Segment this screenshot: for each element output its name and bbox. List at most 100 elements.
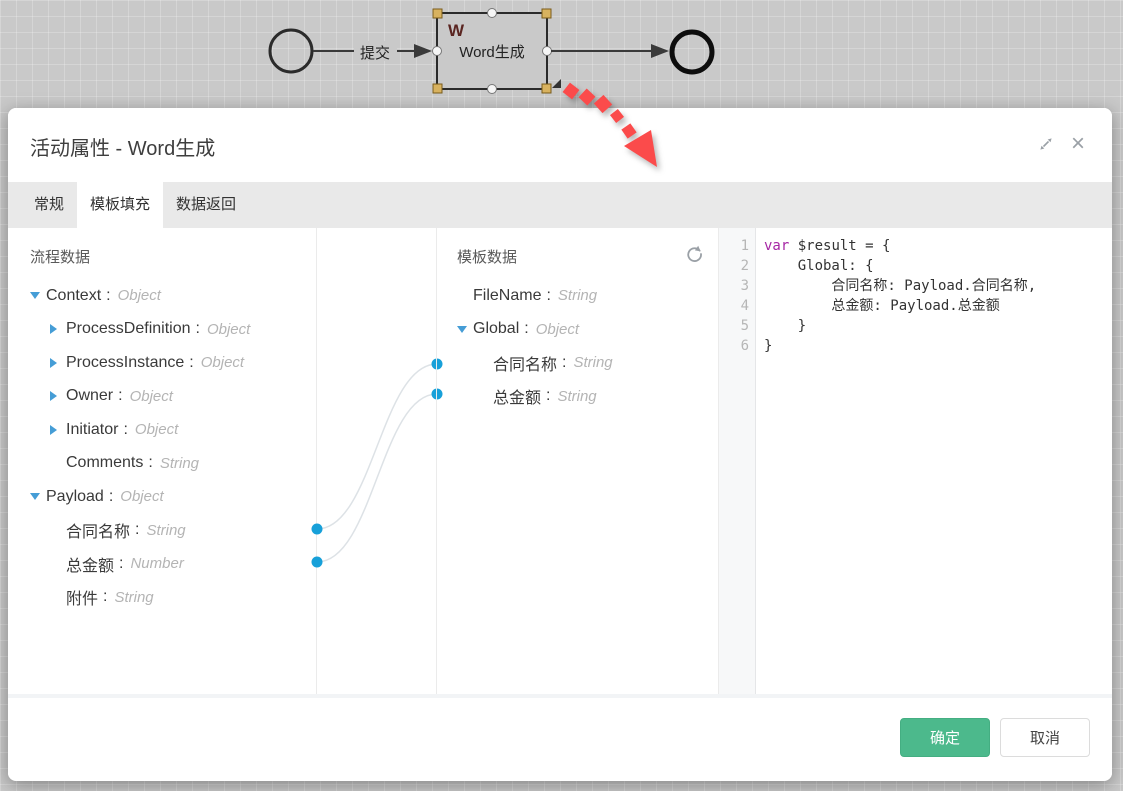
node-name: ProcessDefinition bbox=[66, 320, 191, 338]
tree-item-owner[interactable]: Owner : Object bbox=[30, 380, 316, 414]
tree-item-global-contract-name[interactable]: 合同名称 : String bbox=[457, 346, 718, 380]
tree-item-context[interactable]: Context : Object bbox=[30, 279, 316, 313]
node-type: String bbox=[557, 387, 597, 405]
mapping-link-contract-name[interactable] bbox=[316, 363, 438, 530]
node-type: String bbox=[146, 521, 186, 539]
node-type: Object bbox=[117, 287, 161, 305]
node-name: Context bbox=[46, 286, 102, 304]
tree-item-global-total-amount[interactable]: 总金额 : String bbox=[457, 380, 718, 414]
editor-gutter: 1 2 3 4 5 6 bbox=[719, 228, 756, 694]
tab-data-return[interactable]: 数据返回 bbox=[176, 196, 237, 213]
script-editor[interactable]: 1 2 3 4 5 6 var $result = { Global: { 合同… bbox=[719, 228, 1112, 694]
expander-down-icon[interactable] bbox=[30, 493, 46, 501]
expander-right-icon[interactable] bbox=[50, 424, 66, 435]
sequence-flow-1-arrowhead bbox=[414, 44, 432, 58]
flow-label-background bbox=[354, 41, 397, 61]
refresh-icon[interactable] bbox=[684, 244, 704, 264]
connect-handle-bottom[interactable] bbox=[487, 84, 497, 94]
dialog-footer: 确定 取消 bbox=[8, 698, 1112, 777]
editor-code-area[interactable]: var $result = { Global: { 合同名称: Payload.… bbox=[756, 228, 1036, 694]
activity-properties-dialog: 活动属性 - Word生成 × 常规 模板填充 数据返回 流程数据 Contex… bbox=[8, 108, 1112, 781]
node-name: Comments bbox=[66, 454, 144, 472]
expander-down-icon[interactable] bbox=[457, 325, 473, 333]
mapping-link-total-amount[interactable] bbox=[316, 393, 438, 563]
process-data-header: 流程数据 bbox=[30, 249, 91, 266]
line-number: 6 bbox=[740, 338, 749, 354]
node-name: ProcessInstance bbox=[66, 353, 185, 371]
template-data-panel: 模板数据 FileName : String Global : Object bbox=[436, 228, 719, 694]
tree-item-processinstance[interactable]: ProcessInstance : Object bbox=[30, 346, 316, 380]
tree-item-comments[interactable]: Comments : String bbox=[66, 454, 199, 472]
connect-handle-top[interactable] bbox=[487, 8, 497, 18]
node-type: Object bbox=[134, 421, 179, 439]
task-label: Word生成 bbox=[459, 44, 525, 61]
tab-content: 流程数据 Context : Object ProcessDefinition … bbox=[8, 228, 1112, 698]
end-event-circle[interactable] bbox=[669, 29, 715, 75]
node-name: Global bbox=[473, 320, 520, 338]
line-number: 4 bbox=[740, 298, 749, 314]
source-port-contract-name[interactable] bbox=[311, 523, 323, 535]
code-line: } bbox=[764, 338, 773, 354]
target-port-total-amount[interactable] bbox=[431, 388, 443, 400]
node-name: 附件 bbox=[66, 591, 99, 609]
connect-handle-right[interactable] bbox=[542, 46, 552, 56]
line-number: 3 bbox=[740, 278, 749, 294]
template-data-header: 模板数据 bbox=[457, 249, 518, 266]
expander-right-icon[interactable] bbox=[50, 357, 66, 368]
resize-grip-icon[interactable] bbox=[552, 79, 561, 88]
node-type: String bbox=[159, 454, 199, 472]
tree-item-processdefinition[interactable]: ProcessDefinition : Object bbox=[30, 313, 316, 347]
node-name: Payload bbox=[46, 487, 104, 505]
process-data-panel: 流程数据 Context : Object ProcessDefinition … bbox=[8, 228, 317, 694]
dialog-header: 活动属性 - Word生成 × bbox=[8, 108, 1112, 182]
target-port-contract-name[interactable] bbox=[431, 358, 443, 370]
dialog-title: 活动属性 - Word生成 bbox=[30, 138, 216, 160]
node-type: Object bbox=[206, 320, 251, 338]
node-name: Initiator bbox=[66, 420, 119, 438]
resize-handle-ne[interactable] bbox=[541, 8, 552, 19]
node-name: 总金额 bbox=[493, 390, 542, 408]
connect-handle-left[interactable] bbox=[432, 46, 442, 56]
mapping-canvas bbox=[311, 358, 443, 568]
maximize-icon[interactable] bbox=[1036, 134, 1056, 154]
line-number: 2 bbox=[740, 258, 749, 274]
start-event-circle[interactable] bbox=[268, 28, 314, 74]
ok-button[interactable]: 确定 bbox=[900, 718, 990, 757]
line-number: 1 bbox=[740, 238, 749, 254]
node-name: Owner bbox=[66, 387, 114, 405]
resize-handle-se[interactable] bbox=[541, 83, 552, 94]
tree-item-attachment[interactable]: 附件 : String bbox=[30, 581, 316, 615]
flow-label: 提交 bbox=[360, 44, 390, 62]
sequence-flow-2-arrowhead bbox=[651, 44, 669, 58]
tab-bar: 常规 模板填充 数据返回 bbox=[8, 182, 1112, 228]
task-type-badge: W bbox=[448, 21, 465, 40]
expander-right-icon[interactable] bbox=[50, 324, 66, 335]
node-name: 总金额 bbox=[66, 557, 115, 575]
node-type: String bbox=[557, 287, 598, 305]
tree-item-payload[interactable]: Payload : Object bbox=[30, 480, 316, 514]
code-line: 合同名称: Payload.合同名称, bbox=[764, 278, 1037, 294]
node-type: String bbox=[573, 354, 613, 372]
resize-handle-nw[interactable] bbox=[432, 8, 443, 19]
tab-general[interactable]: 常规 bbox=[34, 196, 65, 213]
close-icon[interactable]: × bbox=[1070, 130, 1085, 157]
tree-item-contract-name[interactable]: 合同名称 : String bbox=[30, 514, 316, 548]
node-type: Number bbox=[130, 555, 184, 573]
tab-template-fill[interactable]: 模板填充 bbox=[77, 182, 164, 228]
expander-right-icon[interactable] bbox=[50, 391, 66, 402]
source-port-total-amount[interactable] bbox=[311, 556, 323, 568]
node-type: Object bbox=[129, 387, 173, 405]
bpmn-canvas: 提交 W Word生成 bbox=[268, 8, 715, 94]
node-type: Object bbox=[120, 488, 164, 506]
node-name: 合同名称 bbox=[493, 356, 558, 374]
resize-handle-sw[interactable] bbox=[432, 83, 443, 94]
line-number: 5 bbox=[740, 318, 749, 334]
expander-down-icon[interactable] bbox=[30, 292, 46, 300]
tree-item-filename[interactable]: FileName : String bbox=[473, 286, 598, 305]
node-type: Object bbox=[535, 320, 580, 338]
code-line: 总金额: Payload.总金额 bbox=[764, 298, 1000, 314]
cancel-button[interactable]: 取消 bbox=[1000, 718, 1090, 757]
tree-item-total-amount[interactable]: 总金额 : Number bbox=[30, 547, 316, 581]
tree-item-initiator[interactable]: Initiator : Object bbox=[30, 413, 316, 447]
tree-item-global[interactable]: Global : Object bbox=[457, 313, 718, 347]
